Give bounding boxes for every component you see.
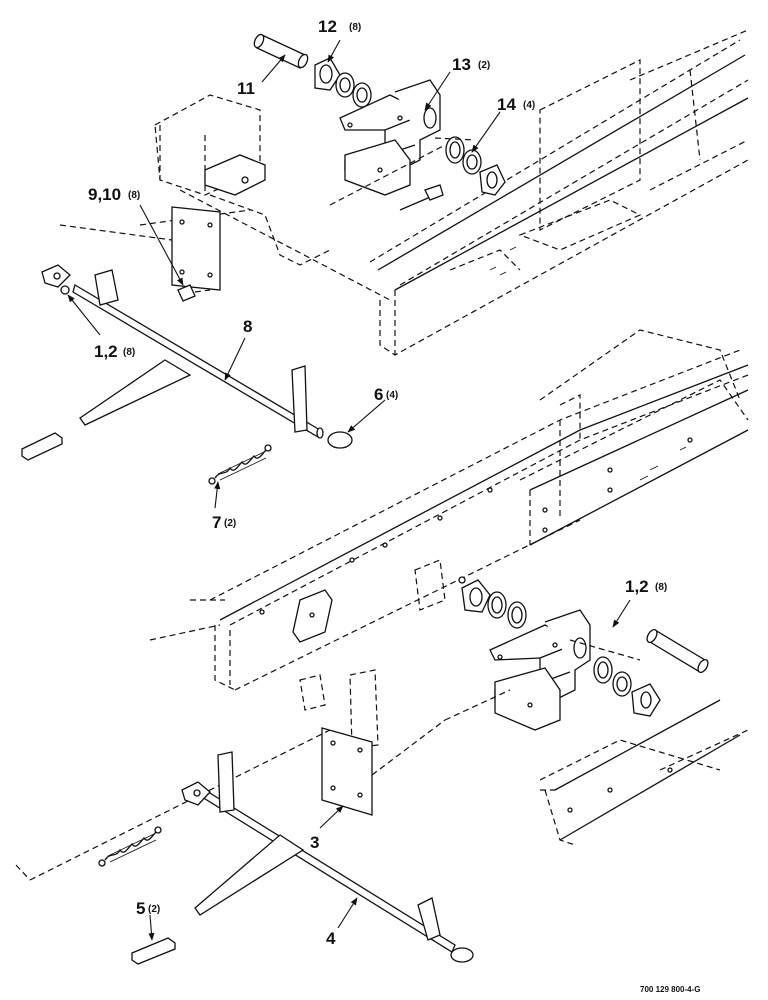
lower-frame: [149, 329, 749, 846]
bearing-flange-upper-left: [314, 57, 372, 108]
callout-14: 14 (4): [497, 95, 535, 114]
callout-number: 9,10: [88, 185, 121, 204]
callout-number: 13: [452, 55, 471, 74]
callout-number: 1,2: [625, 577, 649, 596]
plate-upper: [59, 206, 221, 302]
callout-12: 12 (8): [318, 17, 361, 36]
lever-8: [21, 264, 353, 461]
callout-7: 7 (2): [212, 513, 236, 532]
bracket-13-lower: [444, 609, 641, 731]
callout-number: 12: [318, 17, 337, 36]
callout-4: 4: [326, 929, 336, 948]
callout-qty: (4): [386, 390, 398, 401]
callout-qty: (8): [123, 347, 135, 358]
spring-lower: [98, 826, 162, 867]
callout-number: 7: [212, 513, 221, 532]
mount-bracket: [204, 154, 266, 196]
leader-lines: [67, 39, 631, 941]
callout-number: 11: [237, 79, 255, 98]
callout-qty: (4): [523, 100, 535, 111]
callout-13: 13 (2): [452, 55, 490, 74]
callout-number: 5: [136, 899, 145, 918]
callout-qty: (8): [128, 190, 140, 201]
bearing-flange-lower-left: [458, 576, 527, 629]
spring-7: [208, 444, 272, 485]
callout-1-2-upper: 1,2 (8): [94, 342, 135, 361]
callout-5: 5 (2): [136, 899, 160, 918]
callout-qty: (8): [349, 22, 361, 33]
callout-9-10: 9,10 (8): [88, 185, 140, 204]
callout-8: 8: [243, 317, 252, 336]
callout-qty: (8): [655, 582, 667, 593]
lever-4: [131, 751, 474, 965]
callout-qty: (2): [478, 60, 490, 71]
callout-11: 11: [237, 79, 255, 98]
bearing-flange-upper-right: [329, 136, 506, 211]
pin-lower: [646, 628, 709, 674]
callout-qty: (2): [224, 518, 236, 529]
drawing-reference-number: 700 129 800-4-G: [640, 985, 701, 994]
callout-6: 6 (4): [374, 385, 398, 404]
callout-number: 3: [310, 833, 319, 852]
callout-1-2-lower: 1,2 (8): [625, 577, 667, 596]
callout-number: 14: [497, 95, 516, 114]
callout-number: 8: [243, 317, 252, 336]
callout-number: 6: [374, 385, 383, 404]
pin-11: [253, 33, 309, 69]
bearing-flange-lower-right: [593, 656, 661, 717]
callout-3: 3: [310, 833, 319, 852]
plate-3: [15, 719, 446, 881]
callout-number: 1,2: [94, 342, 118, 361]
bracket-13-upper: [339, 79, 441, 196]
callout-qty: (2): [148, 904, 160, 915]
callout-number: 4: [326, 929, 336, 948]
